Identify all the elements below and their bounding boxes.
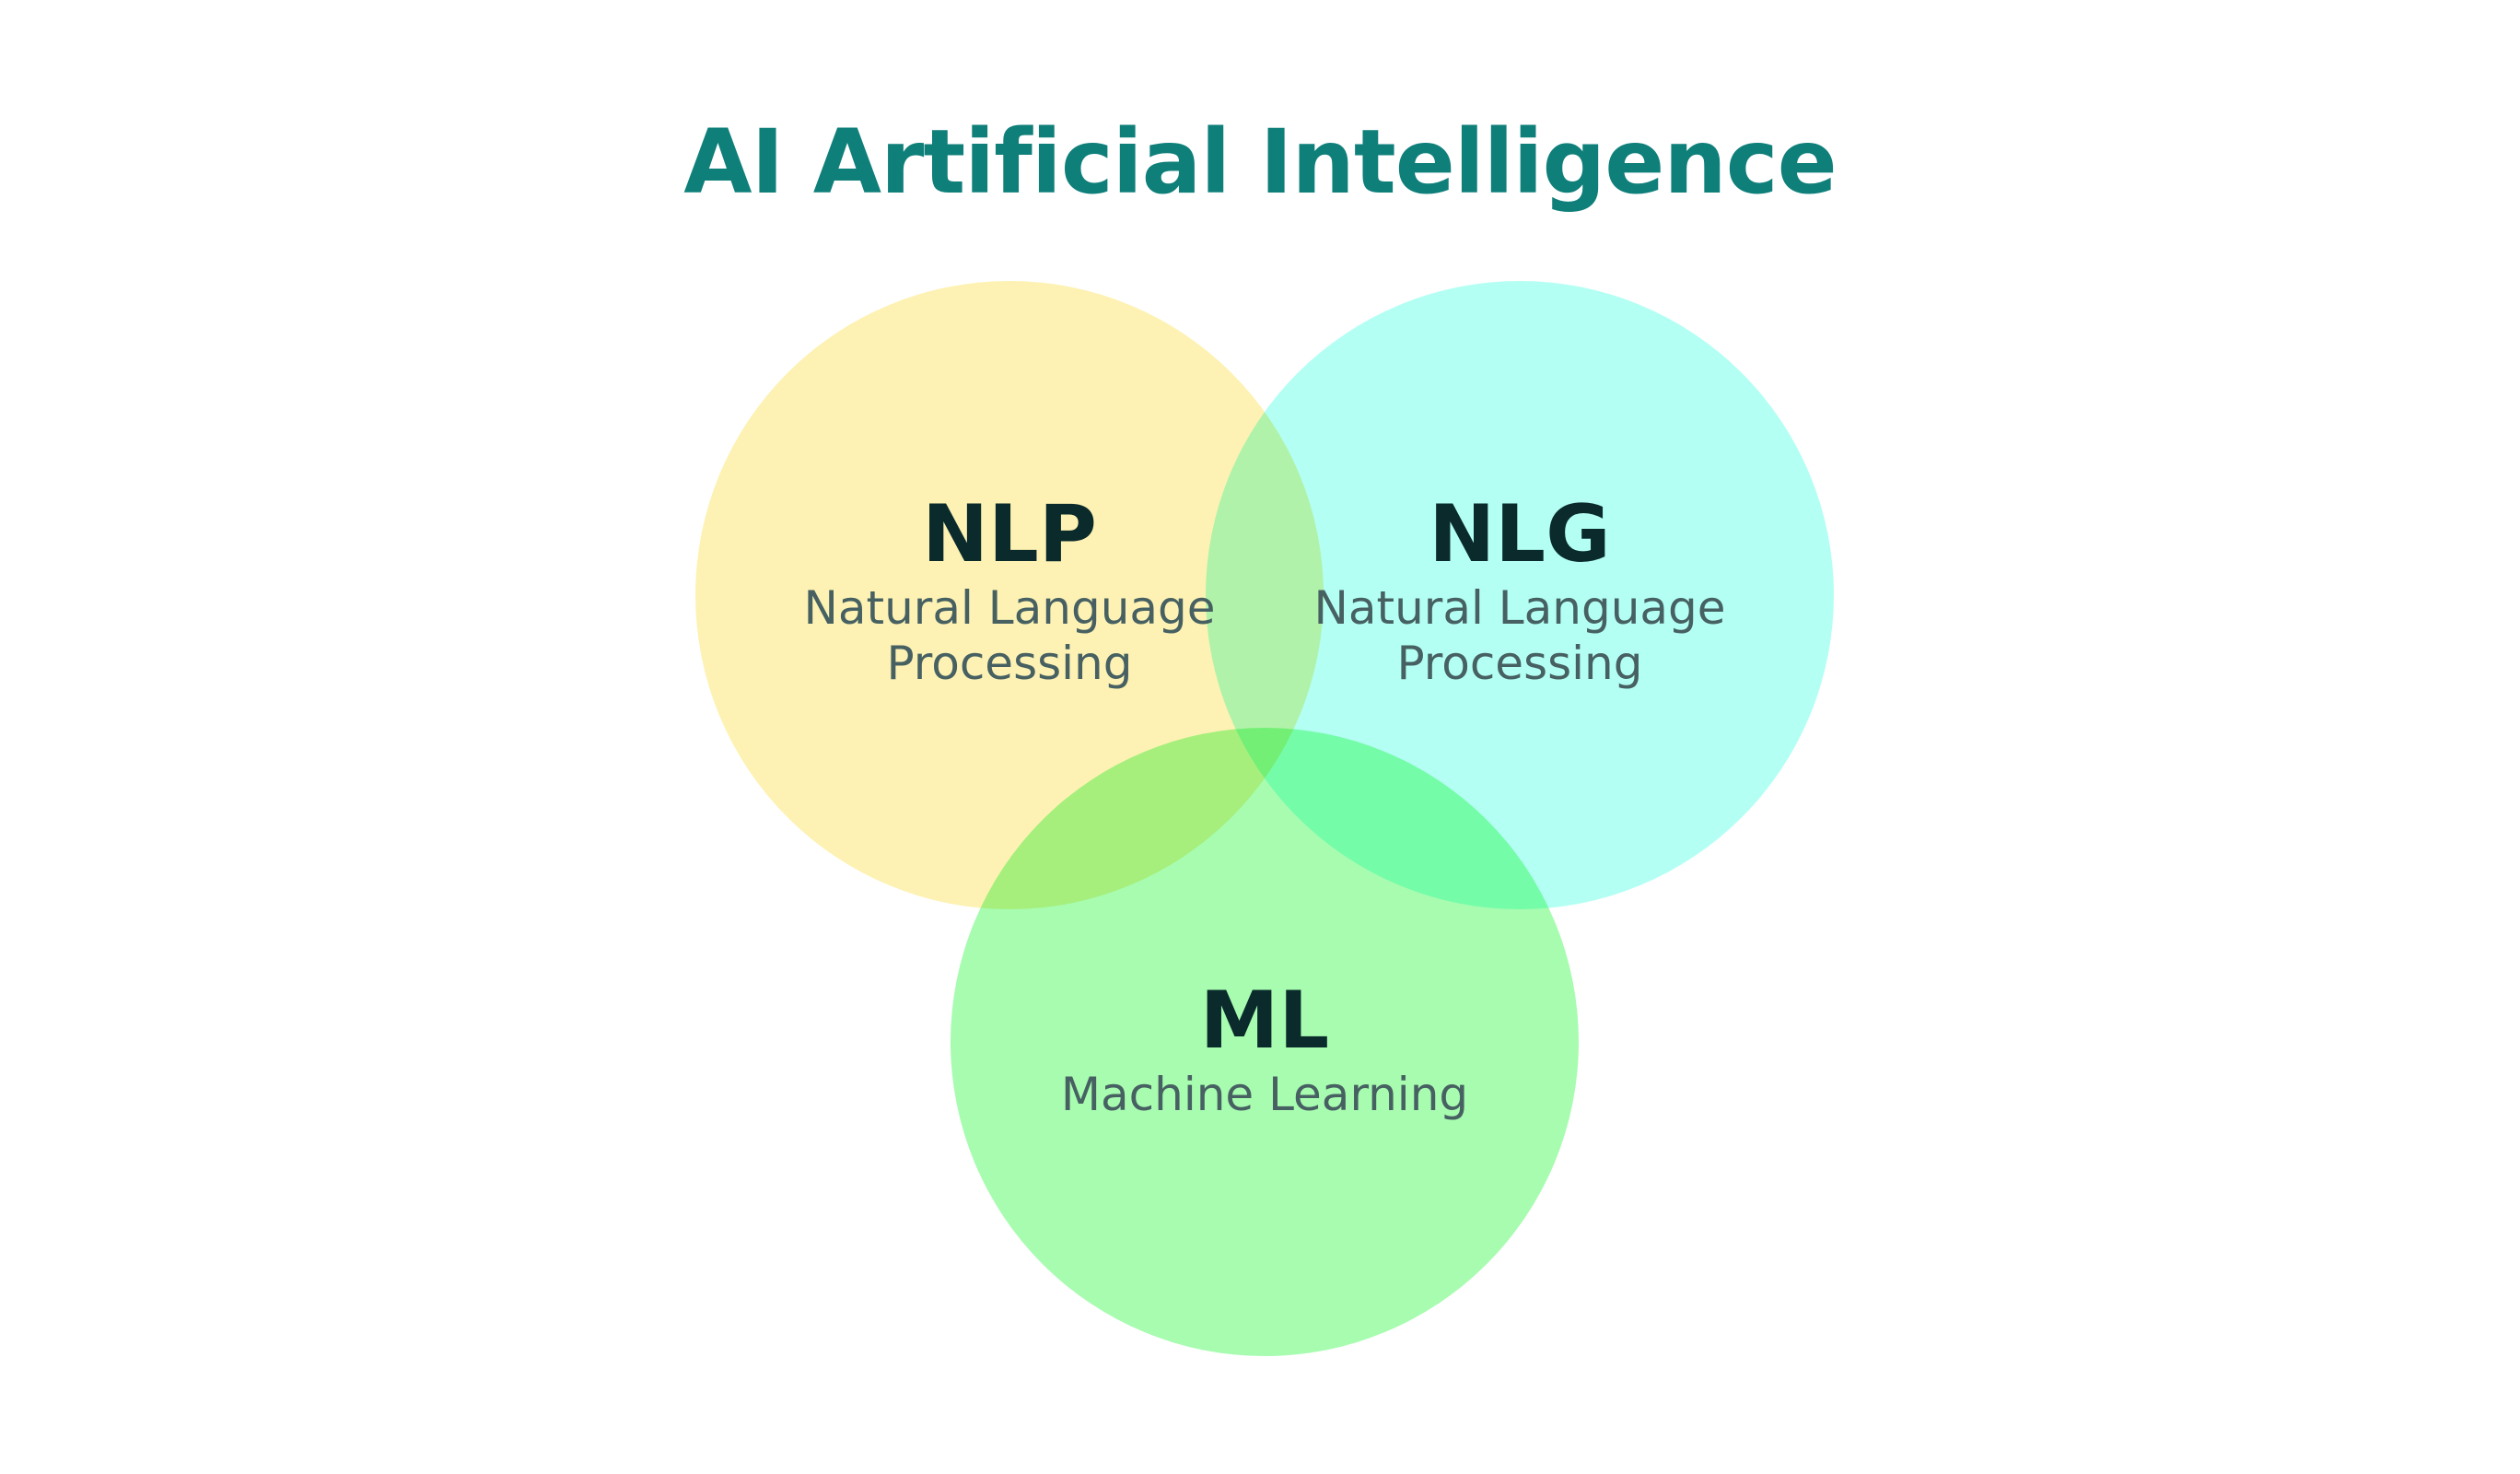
ml-circle — [951, 728, 1579, 1356]
diagram-title: AI Artificial Intelligence — [683, 111, 1837, 214]
nlp-full-name: Natural Language Processing — [803, 581, 1216, 690]
nlg-full-name: Natural Language Processing — [1313, 581, 1726, 690]
nlp-label: NLP Natural Language Processing — [803, 488, 1215, 691]
ml-abbreviation: ML — [1199, 975, 1330, 1067]
nlg-abbreviation: NLG — [1429, 488, 1611, 580]
nlg-label: NLG Natural Language Processing — [1313, 488, 1725, 691]
ml-label: ML Machine Learning — [1061, 975, 1468, 1122]
ml-full-name: Machine Learning — [1060, 1068, 1469, 1121]
nlp-abbreviation: NLP — [922, 488, 1097, 580]
